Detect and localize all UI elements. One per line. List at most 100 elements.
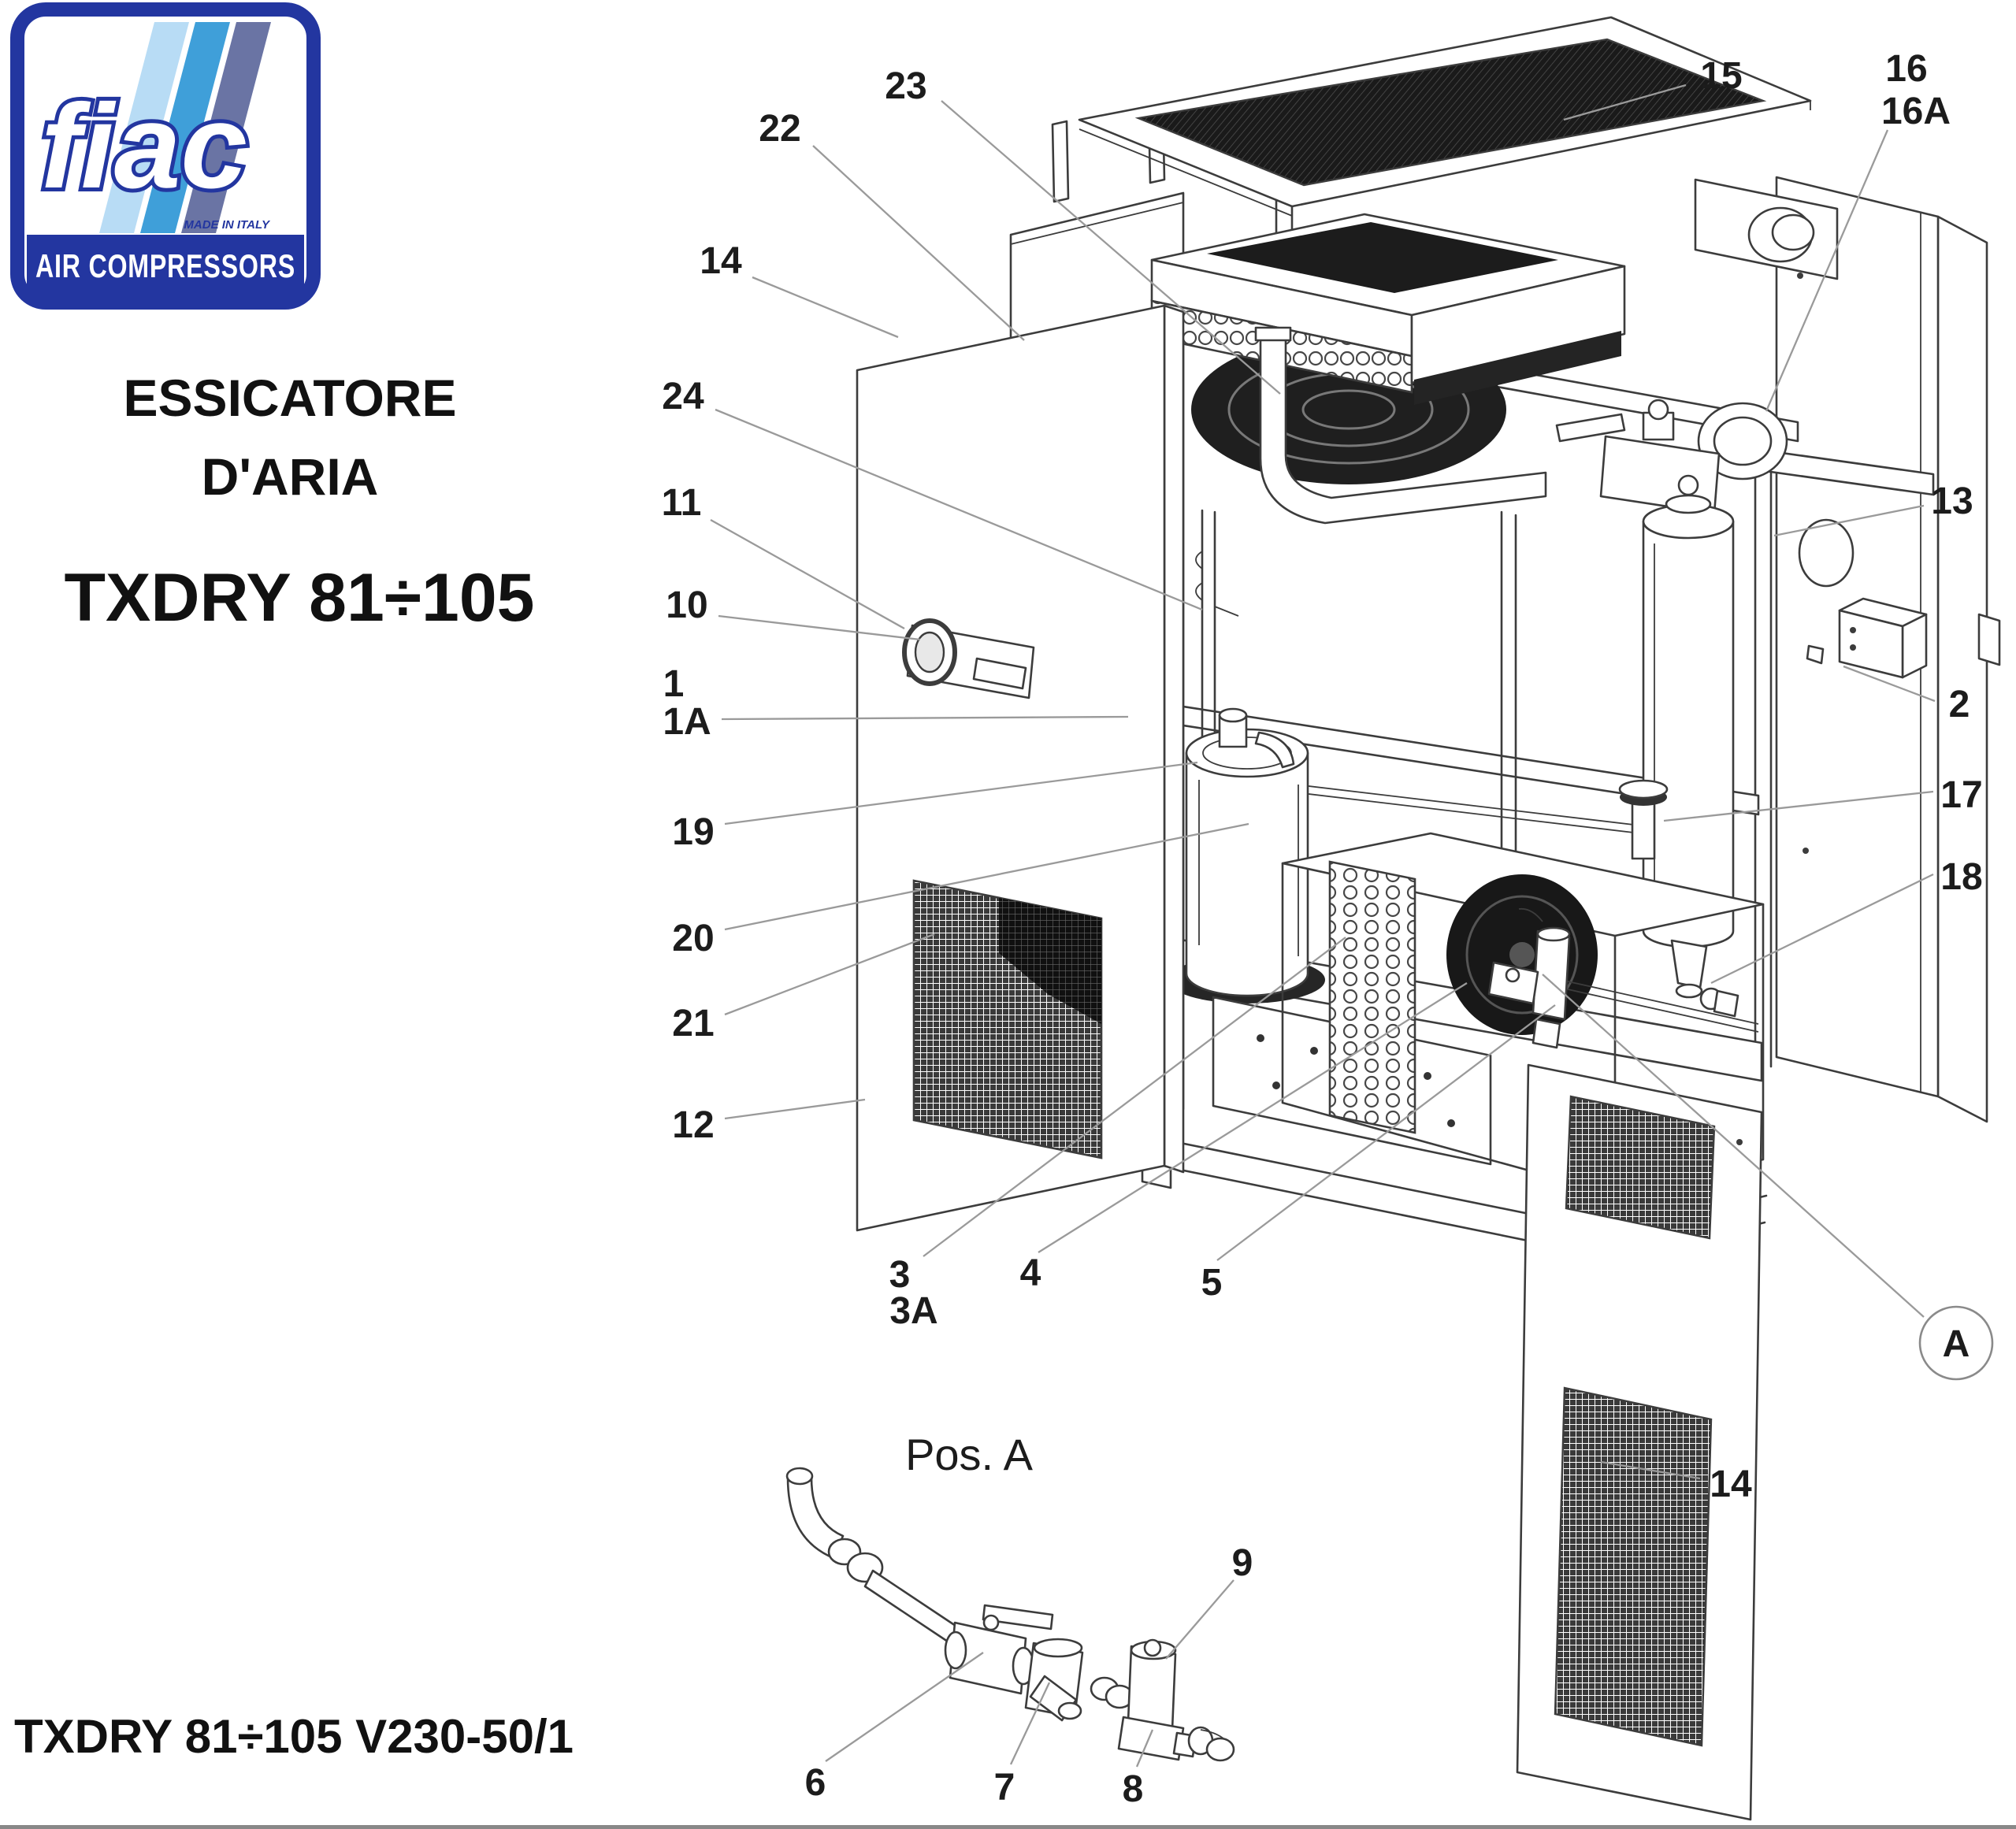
callout-7: 7 [994,1767,1015,1809]
callout-14-right: 14 [1710,1464,1752,1505]
callout-8: 8 [1123,1768,1144,1810]
leader-10 [718,614,921,641]
leader-24 [715,408,1203,611]
callout-3A: 3A [889,1290,937,1332]
leader-18 [1710,873,1934,985]
compressor-19 [1168,707,1325,1004]
leader-4 [1038,982,1468,1253]
filter-mat-21 [999,898,1101,1024]
float-drain-17 [1618,779,1669,860]
leader-13 [1773,504,1925,537]
callout-16: 16 [1885,48,1927,90]
callout-pos-a: Pos. A [905,1430,1034,1479]
leader-2 [1843,665,1936,703]
callout-3: 3 [889,1254,911,1296]
elbow-fitting [1187,1726,1235,1762]
panel-grille-top [1565,1095,1716,1240]
solenoid-valve-8-9 [1117,1638,1197,1761]
callout-22: 22 [759,108,800,150]
callout-6: 6 [805,1762,826,1804]
refrigerant-pipes-24 [1195,509,1239,753]
logo-made-in-text: MADE IN ITALY [184,218,271,232]
pipe-fitting [1090,1676,1134,1709]
top-grille-panel-15 [1078,16,1812,217]
callout-11: 11 [662,482,702,524]
leader-1A [721,715,1129,721]
panel-grille-bottom [1554,1386,1713,1747]
callout-2: 2 [1949,684,1970,725]
leader-22 [812,145,1025,341]
leader-3 [923,937,1346,1257]
callout-17: 17 [1940,774,1982,816]
leader-8 [1135,1729,1154,1768]
leader-20 [724,822,1249,931]
callout-23: 23 [885,65,926,107]
title-line1: ESSICATORE [124,369,457,427]
terminal-box-2 [1838,597,1928,679]
leader-19 [724,761,1198,825]
callout-9: 9 [1232,1542,1253,1584]
callout-1: 1 [663,663,685,705]
condenser-coil-3 [1328,860,1416,1134]
ball-valve-6 [944,1604,1054,1695]
leader-9 [1165,1579,1234,1660]
drain-solenoid-on-tray [1487,961,1539,1005]
fiac-logo: fiac MADE IN ITALY AIR COMPRESSORS [10,2,321,310]
leader-16A [1765,129,1889,412]
callout-16A: 16A [1881,91,1951,132]
callout-13: 13 [1931,480,1973,522]
callout-20: 20 [672,918,714,959]
leader-15 [1563,83,1687,121]
callout-15: 15 [1700,55,1742,97]
title-model: TXDRY 81÷105 [65,560,535,636]
callout-21: 21 [672,1003,714,1044]
callout-14-left: 14 [700,240,742,282]
callout-24: 24 [662,376,704,417]
callout-10: 10 [666,584,707,626]
leader-17 [1663,790,1934,822]
pos-a-detail [785,1467,1235,1762]
drain-fitting-18 [1670,939,1739,1018]
hinge-bracket [1977,613,2001,666]
logo-brand-text: fiac [41,80,247,213]
callout-18: 18 [1940,856,1982,898]
filter-vessel [1642,474,1739,1018]
panel-hole [1798,518,1854,588]
leader-21 [724,933,935,1016]
leader-A [1542,974,1925,1318]
leader-5 [1216,1004,1556,1261]
door-handle-11-10 [902,618,1035,699]
section-marker-circle-A [1918,1305,1994,1381]
callout-12: 12 [672,1104,714,1146]
callout-A: A [1943,1323,1970,1365]
riser-pipe [1254,326,1547,525]
leader-14-right [1600,1460,1701,1480]
callout-1A: 1A [663,701,711,743]
rear-right-panel-14 [1516,1063,1763,1821]
valve-lever [1555,413,1626,443]
leader-7 [1009,1682,1051,1765]
leader-23 [941,100,1281,395]
leader-14-left [752,276,899,339]
callout-4: 4 [1020,1252,1041,1294]
logo-stripes [99,22,271,233]
mounting-strap [1051,120,1070,203]
y-strainer-7 [1024,1638,1084,1722]
title-line2: D'ARIA [202,447,379,506]
fan-duct-box [1694,178,1839,280]
elbow-hose [785,1467,960,1645]
logo-banner-text: AIR COMPRESSORS [35,247,295,284]
leader-11 [710,518,905,630]
front-door-14 [856,304,1185,1232]
filter-drier-5 [1518,907,1759,1049]
footer-model-code: TXDRY 81÷105 V230-50/1 [14,1710,574,1763]
grille-mesh [1134,38,1767,187]
leader-6 [825,1652,984,1762]
logo-banner-bg [27,235,304,296]
callout-19: 19 [672,811,714,853]
panel-small-hole [1806,644,1825,665]
leader-12 [724,1098,866,1120]
